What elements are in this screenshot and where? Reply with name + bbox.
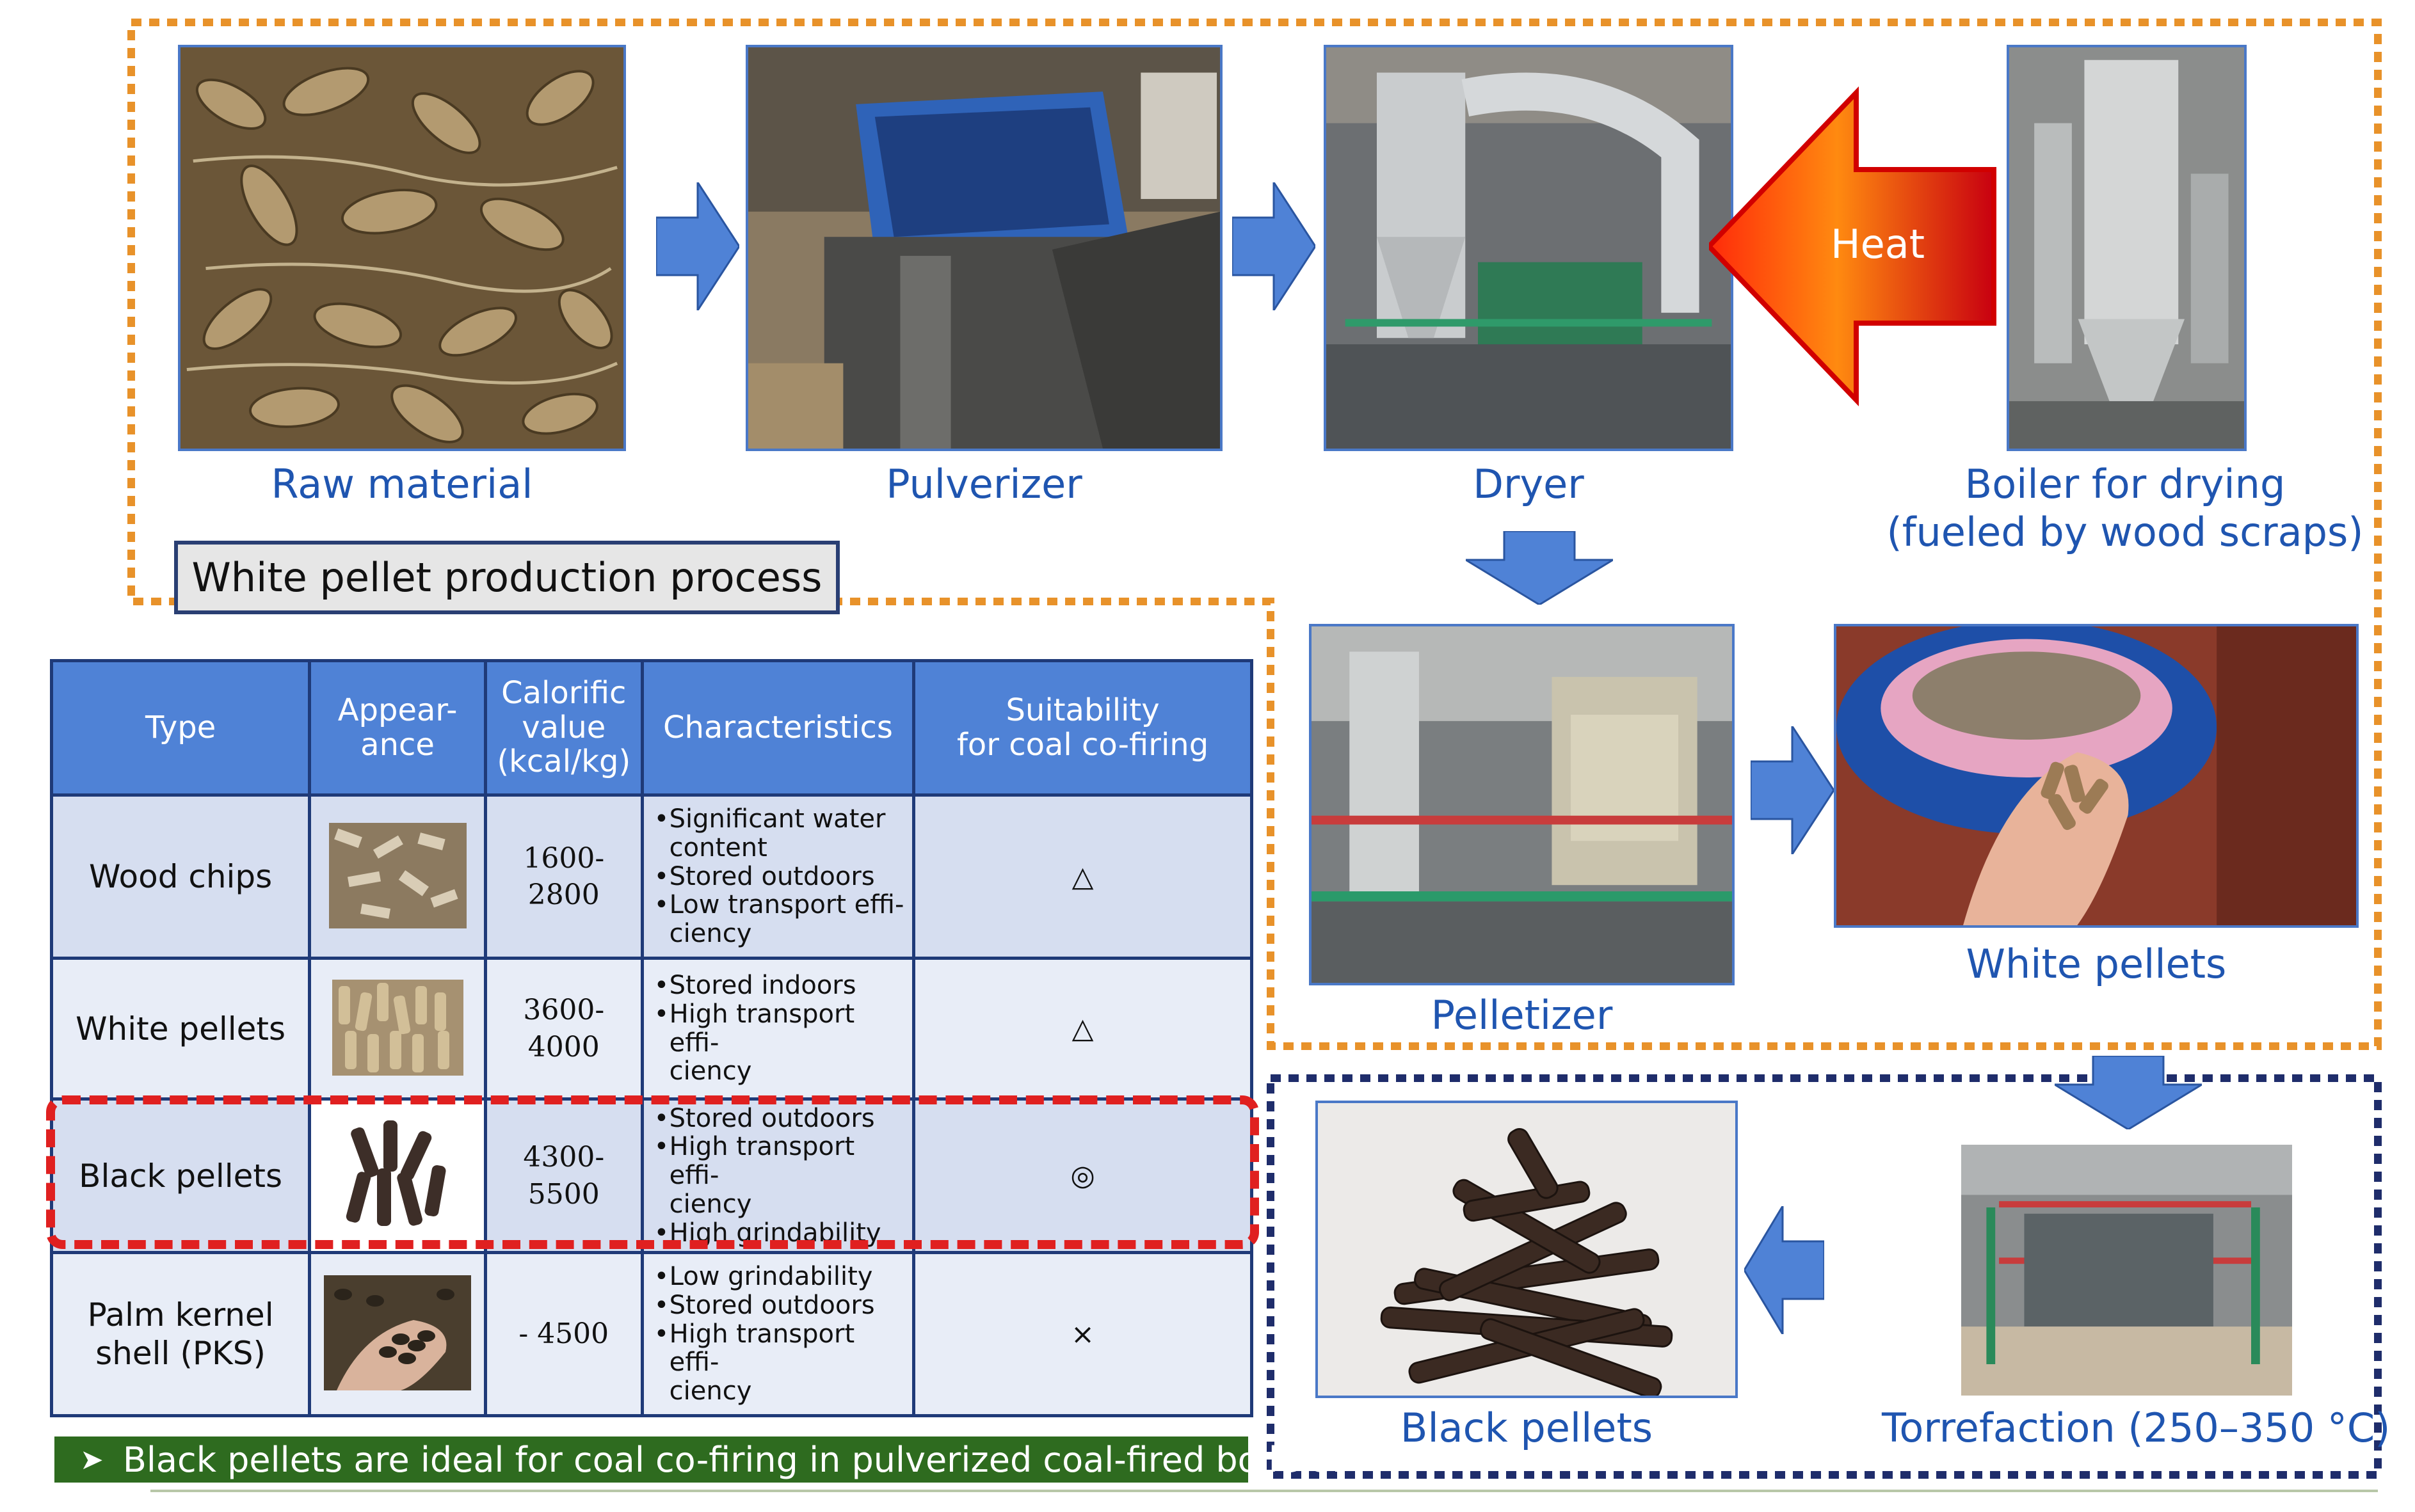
header-type: Type (49, 659, 312, 797)
pks-thumbnail (324, 1275, 472, 1390)
heat-arrow (1709, 86, 1996, 406)
boiler-photo (2007, 45, 2247, 451)
pulverizer-photo (746, 45, 1223, 451)
row-characteristics: Stored indoors High transport effi-cienc… (640, 957, 916, 1101)
char-item: High transport effi-ciency (654, 999, 912, 1086)
char-item: Stored outdoors (654, 1291, 912, 1320)
arrow-white-pellets-to-torrefaction (2055, 1056, 2202, 1129)
arrow-dryer-to-pelletizer (1466, 531, 1613, 605)
row-appearance (308, 957, 487, 1101)
arrow-pulverizer-to-dryer (1232, 182, 1315, 310)
row-suitability: △ (912, 793, 1253, 960)
caption-pelletizer: Pelletizer (1431, 992, 1613, 1039)
char-item: Stored indoors (654, 971, 912, 1000)
row-type: White pellets (49, 957, 312, 1101)
footer-note-bar: ➤ Black pellets are ideal for coal co-fi… (54, 1436, 1342, 1483)
row-calorific: - 4500 (483, 1251, 644, 1417)
caption-boiler-line2: (fueled by wood scraps) (1886, 509, 2364, 555)
heat-label: Heat (1831, 221, 1925, 267)
caption-pulverizer: Pulverizer (886, 461, 1082, 507)
char-item: High transport effi-ciency (654, 1133, 912, 1218)
table-row: Black pellets 4300-5500 Stored outdoors … (49, 1097, 1253, 1254)
char-item: Stored outdoors (654, 862, 912, 891)
footer-note: Black pellets are ideal for coal co-firi… (122, 1439, 1343, 1480)
torrefaction-boundary (1267, 1074, 2382, 1479)
arrow-raw-to-pulverizer (656, 182, 739, 310)
row-suitability: △ (912, 957, 1253, 1101)
process-label-box: White pellet production process (174, 541, 840, 614)
process-label: White pellet production process (191, 554, 822, 601)
table-row: White pellets 3600-4000 Stored indoors H… (49, 957, 1253, 1101)
black-pellets-photo (1315, 1101, 1738, 1398)
caption-raw-material: Raw material (271, 461, 533, 507)
bullet-arrow-icon: ➤ (80, 1443, 104, 1476)
table-row: Wood chips 1600-2800 Significant waterco… (49, 793, 1253, 960)
row-characteristics: Stored outdoors High transport effi-cien… (640, 1097, 916, 1254)
char-item: Low transport effi-ciency (654, 891, 912, 948)
white-pellets-photo (1834, 624, 2359, 928)
torrefaction-photo (1959, 1142, 2295, 1398)
header-characteristics: Characteristics (640, 659, 916, 797)
arrow-torrefaction-to-black-pellets (1744, 1206, 1824, 1334)
char-item: Low grindability (654, 1262, 912, 1291)
row-suitability: ◎ (912, 1097, 1253, 1254)
footer-divider (150, 1490, 2378, 1492)
row-calorific: 1600-2800 (483, 793, 644, 960)
row-appearance (308, 1097, 487, 1254)
row-appearance (308, 793, 487, 960)
black-pellets-thumbnail (332, 1107, 463, 1242)
black-pellets-highlight (46, 1095, 1259, 1249)
arrow-pelletizer-to-white-pellets (1751, 726, 1834, 854)
row-characteristics: Low grindability Stored outdoors High tr… (640, 1251, 916, 1417)
row-appearance (308, 1251, 487, 1417)
caption-torrefaction: Torrefaction (250–350 °C) (1882, 1405, 2391, 1451)
row-type: Wood chips (49, 793, 312, 960)
raw-material-photo (178, 45, 626, 451)
row-calorific: 4300-5500 (483, 1097, 644, 1254)
caption-boiler-line1: Boiler for drying (1964, 461, 2286, 507)
white-pellets-thumbnail (332, 979, 463, 1076)
pelletizer-photo (1309, 624, 1735, 985)
caption-dryer: Dryer (1473, 461, 1584, 507)
row-type: Black pellets (49, 1097, 312, 1254)
wood-chips-thumbnail (328, 822, 467, 928)
dryer-photo (1324, 45, 1733, 451)
caption-black-pellets: Black pellets (1400, 1405, 1653, 1451)
char-item: High transport effi-ciency (654, 1319, 912, 1406)
row-suitability: × (912, 1251, 1253, 1417)
char-item: Stored outdoors (654, 1104, 912, 1133)
caption-white-pellets: White pellets (1966, 941, 2227, 987)
header-appearance: Appear-ance (308, 659, 487, 797)
row-calorific: 3600-4000 (483, 957, 644, 1101)
